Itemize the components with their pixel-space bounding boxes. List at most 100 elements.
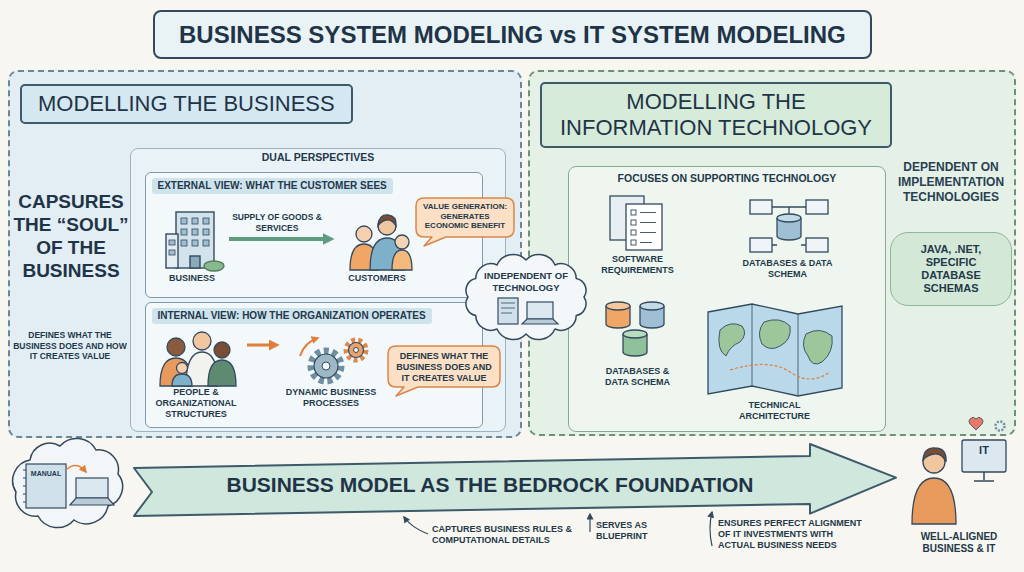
flow-arrow — [229, 237, 325, 241]
map-icon — [708, 304, 842, 396]
database-diagram-icon — [806, 200, 828, 214]
building-icon — [176, 212, 214, 268]
building-icon — [203, 240, 209, 246]
customers-icon — [395, 235, 409, 249]
thought-cloud-outline — [466, 254, 586, 339]
map-icon — [803, 330, 832, 364]
icon-node: PEOPLE & ORGANIZATIONAL STRUCTURES — [147, 325, 245, 420]
foundation-arrow: BUSINESS MODEL AS THE BEDROCK FOUNDATION — [130, 440, 900, 520]
panel-heading: MODELLING THE INFORMATION TECHNOLOGY — [540, 82, 892, 148]
gears-icon — [322, 362, 330, 370]
building-icon — [181, 229, 187, 235]
leader-arrow — [404, 517, 428, 534]
leader-arrow — [589, 514, 590, 532]
database-diagram-icon — [750, 238, 772, 252]
people-icon — [160, 332, 236, 386]
node-label: DEFINES WHAT THE BUSINESS DOES AND IT CR… — [393, 351, 495, 384]
speech-bubble: DEFINES WHAT THE BUSINESS DOES AND IT CR… — [387, 345, 501, 397]
gears-icon — [354, 348, 359, 353]
map-icon — [759, 320, 790, 349]
section-heading: FOCUSES ON SUPPORTING TECHNOLOGY — [569, 167, 885, 185]
tagline: CAPSURES THE “SOUL” OF THE BUSINESS — [12, 190, 130, 282]
customers-icon — [378, 215, 396, 226]
customers-icon — [350, 244, 378, 270]
gears-icon — [300, 338, 318, 356]
document-icon — [610, 196, 662, 250]
database-diagram-icon — [772, 207, 806, 245]
view-box: INTERNAL VIEW: HOW THE ORGANIZATION OPER… — [145, 302, 483, 428]
laptop-icon — [66, 465, 86, 472]
node-label: JAVA, .NET, SPECIFIC DATABASE SCHEMAS — [897, 243, 1005, 295]
gears-icon — [349, 343, 364, 358]
laptop-icon — [76, 478, 108, 498]
section-heading: DUAL PERSPECTIVES — [131, 149, 505, 164]
people-icon — [214, 342, 230, 358]
database-diagram-icon — [777, 214, 801, 222]
document-icon — [640, 222, 656, 223]
gears-icon — [300, 338, 366, 381]
callout-note: ENSURES PERFECT ALIGNMENT OF IT INVESTME… — [718, 518, 868, 551]
node-label: DATABASES & DATA SCHEMA — [738, 258, 838, 280]
heart-icon — [996, 422, 1005, 431]
person-icon — [923, 448, 946, 462]
database-icon — [623, 330, 647, 338]
database-icon — [606, 302, 630, 310]
database-diagram-icon — [806, 238, 828, 252]
node-label: DATABASES & DATA SCHEMA — [598, 366, 678, 388]
building-icon — [192, 240, 198, 246]
icon-node: BUSINESS — [157, 203, 227, 291]
icon-caption: MANUAL — [28, 470, 64, 478]
side-note: DEPENDENT ON IMPLEMENTATION TECHNOLOGIES — [888, 160, 1014, 205]
document-icon — [631, 210, 636, 215]
people-icon — [160, 358, 192, 386]
customers-icon — [378, 217, 396, 235]
speech-bubble: VALUE GENERATION: GENERATES ECONOMIC BEN… — [415, 197, 515, 247]
building-icon — [169, 250, 175, 255]
node-label: VALUE GENERATION: GENERATES ECONOMIC BEN… — [420, 202, 510, 231]
database-icon — [623, 334, 647, 356]
database-diagram-icon — [750, 200, 772, 214]
view-heading: INTERNAL VIEW: HOW THE ORGANIZATION OPER… — [152, 308, 432, 324]
icon-node: CUSTOMERS — [337, 203, 417, 291]
manual-icon — [23, 464, 66, 508]
database-icon — [640, 306, 664, 328]
laptop-icon — [522, 302, 558, 324]
icon-node: SOFTWARE REQUIREMENTS — [598, 192, 678, 278]
building-icon — [190, 256, 200, 268]
node-label: SOFTWARE REQUIREMENTS — [598, 254, 678, 276]
icon-node: DYNAMIC BUSINESS PROCESSES — [283, 325, 379, 417]
map-icon — [730, 364, 830, 379]
node-label: TECHNICAL ARCHITECTURE — [720, 400, 830, 422]
perspectives-box: DUAL PERSPECTIVESEXTERNAL VIEW: WHAT THE… — [130, 148, 506, 432]
leader-arrow — [710, 512, 712, 546]
foundation-arrow-outline — [134, 444, 896, 516]
document-icon — [640, 242, 652, 243]
thought-cloud-outline — [458, 250, 594, 344]
it-panel: MODELLING THE INFORMATION TECHNOLOGY FOCU… — [528, 70, 1016, 436]
technology-box: FOCUSES ON SUPPORTING TECHNOLOGY SOFTWARE… — [568, 166, 886, 432]
building-icon — [203, 218, 209, 224]
callout-note: CAPTURES BUSINESS RULES & COMPUTATIONAL … — [432, 524, 582, 546]
customers-icon — [350, 215, 412, 270]
database-diagram-icon — [750, 200, 828, 252]
computer-icon — [962, 440, 1006, 472]
document-icon — [626, 204, 662, 250]
node-label: BUSINESS MODEL AS THE BEDROCK FOUNDATION — [150, 473, 830, 497]
people-icon — [177, 363, 188, 374]
laptop-icon — [66, 465, 114, 505]
customers-icon — [356, 226, 372, 242]
node-label: BUSINESS — [157, 273, 227, 284]
map-icon — [719, 324, 745, 356]
node-label: DYNAMIC BUSINESS PROCESSES — [283, 387, 379, 409]
person-icon — [912, 448, 956, 524]
document-icon — [631, 210, 656, 245]
laptop-icon — [522, 319, 558, 324]
building-icon — [181, 240, 187, 246]
people-icon — [208, 360, 236, 386]
node-label: PEOPLE & ORGANIZATIONAL STRUCTURES — [147, 387, 245, 420]
building-icon — [192, 218, 198, 224]
document-icon — [640, 212, 656, 213]
notebook-icon — [498, 298, 518, 324]
building-icon — [192, 229, 198, 235]
people-icon — [193, 332, 211, 350]
